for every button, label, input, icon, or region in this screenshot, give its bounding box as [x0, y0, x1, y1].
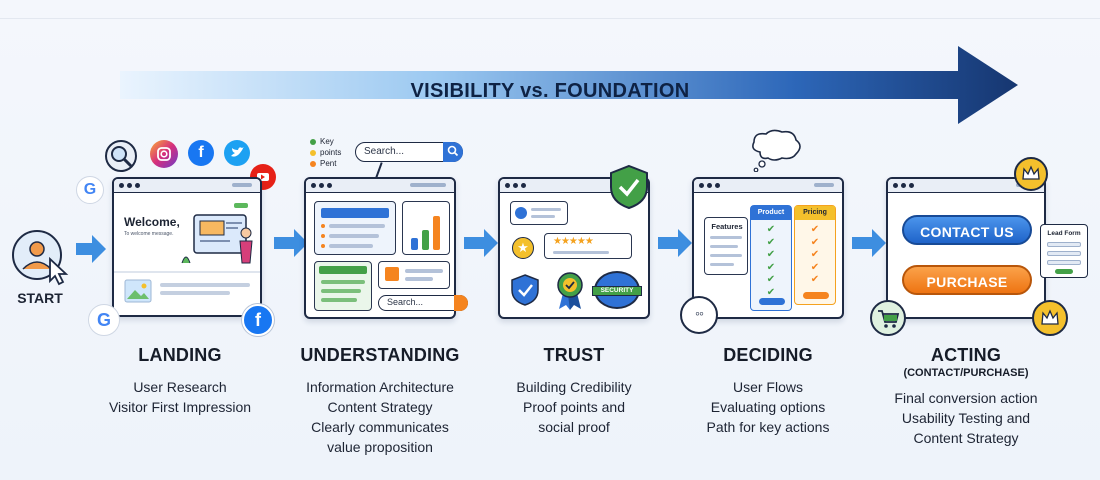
content-card	[314, 201, 396, 255]
landing-title: LANDING	[138, 345, 222, 365]
checklist-card	[314, 261, 372, 311]
understanding-line: Content Strategy	[327, 399, 433, 415]
chevron-right-icon	[658, 229, 692, 257]
deciding-line: Evaluating options	[710, 399, 826, 415]
deciding-browser-window: Features Product ✔✔✔✔✔✔ Pricing ✔✔✔✔✔	[692, 177, 844, 319]
deciding-line: User Flows	[732, 379, 803, 395]
understanding-line: Information Architecture	[306, 379, 454, 395]
understanding-browser-window	[304, 177, 456, 319]
understanding-line: Clearly communicates	[311, 419, 449, 435]
shield-check-icon	[511, 274, 539, 306]
chevron-right-icon	[274, 229, 308, 257]
instagram-icon	[150, 140, 178, 168]
understanding-title: UNDERSTANDING	[300, 345, 460, 365]
acting-line: Final conversion action	[894, 390, 1038, 406]
award-ribbon-icon	[557, 272, 583, 310]
features-column: Features	[704, 217, 748, 275]
trust-line: Proof points and	[523, 399, 625, 415]
welcome-heading: Welcome,	[124, 215, 180, 229]
hero-illustration	[181, 214, 253, 264]
acting-title: ACTING	[930, 345, 1002, 365]
acting-line: Usability Testing and	[901, 410, 1031, 426]
chevron-right-icon	[76, 235, 106, 263]
rating-bubble: ★★★★★	[544, 233, 632, 259]
user-click-icon	[12, 230, 69, 286]
acting-browser-window: CONTACT US PURCHASE	[886, 177, 1046, 319]
understanding-line: value proposition	[327, 439, 433, 455]
search-icon[interactable]	[443, 142, 463, 162]
search-icon[interactable]	[454, 295, 468, 311]
thought-bubble-icon	[752, 129, 801, 172]
check-marks: ✔✔✔✔✔✔	[766, 224, 776, 298]
magnifier-icon	[105, 140, 137, 172]
chevron-right-icon	[464, 229, 498, 257]
landing-browser-window: Welcome, To welcome message.	[112, 177, 262, 317]
security-badge: SECURITY	[592, 271, 642, 309]
trust-title: TRUST	[543, 345, 605, 365]
start-label: START	[17, 290, 63, 306]
shield-check-icon	[610, 164, 648, 210]
google-icon: G	[88, 304, 120, 336]
pricing-column: Pricing ✔✔✔✔✔	[794, 205, 836, 305]
crown-icon	[1032, 300, 1068, 336]
welcome-message: To welcome message.	[124, 231, 174, 237]
shopping-cart-icon	[870, 300, 906, 336]
lead-form-card: Lead Form	[1040, 224, 1088, 278]
landing-line: Visitor First Impression	[108, 399, 252, 415]
contact-us-button[interactable]: CONTACT US	[902, 215, 1032, 245]
trust-line: Building Credibility	[516, 379, 632, 395]
info-card	[378, 261, 450, 289]
product-column: Product ✔✔✔✔✔✔	[750, 205, 792, 311]
rating-stars: ★★★★★	[553, 236, 594, 247]
purchase-button[interactable]: PURCHASE	[902, 265, 1032, 295]
deciding-line: Path for key actions	[706, 419, 830, 435]
image-placeholder-icon	[124, 279, 152, 303]
landing-line: User Research	[133, 379, 227, 395]
acting-subtitle: (CONTACT/PURCHASE)	[903, 367, 1029, 379]
check-marks: ✔✔✔✔✔	[810, 224, 820, 285]
search-input[interactable]: Search...	[378, 295, 468, 311]
trust-line: social proof	[538, 419, 610, 435]
deciding-title: DECIDING	[723, 345, 813, 365]
facebook-icon: f	[242, 304, 274, 336]
top-divider	[0, 18, 1100, 19]
crown-icon	[1014, 157, 1048, 191]
chat-bubble-icon: ◦◦	[680, 296, 718, 334]
visibility-foundation-arrow	[120, 46, 1018, 124]
chevron-right-icon	[852, 229, 886, 257]
review-bubble	[510, 201, 568, 225]
google-icon: G	[76, 176, 104, 204]
facebook-icon: f	[188, 140, 214, 166]
acting-line: Content Strategy	[913, 430, 1019, 446]
star-badge-icon: ★	[512, 237, 534, 259]
arrow-title: VISIBILITY vs. FOUNDATION	[410, 80, 690, 102]
twitter-icon	[224, 140, 250, 166]
bar-chart-icon	[402, 201, 450, 255]
search-input[interactable]: Search...	[355, 142, 463, 162]
